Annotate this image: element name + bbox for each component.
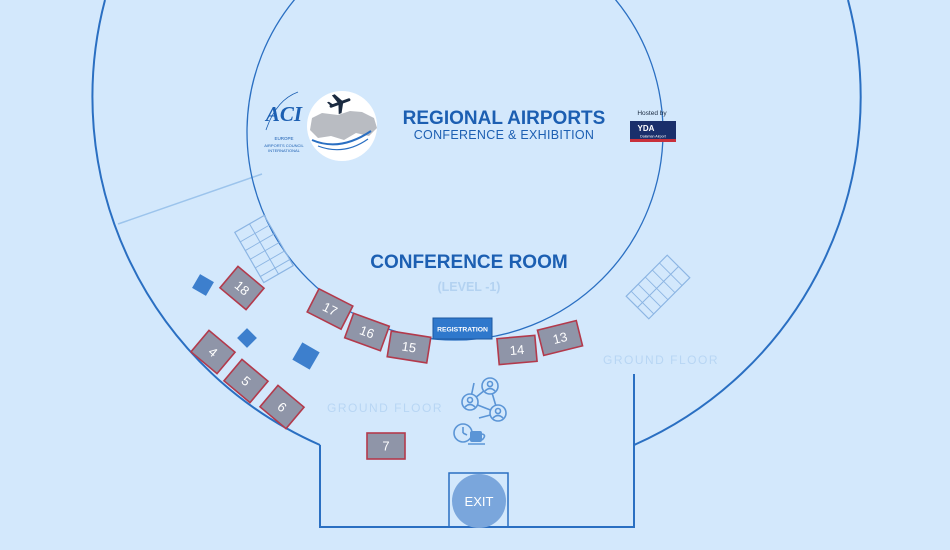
hosted-by-label: Hosted by — [637, 110, 667, 117]
conference-room-level: (LEVEL -1) — [438, 280, 501, 294]
partition-line — [117, 173, 263, 225]
booth-5[interactable]: 5 — [222, 358, 270, 404]
outer-wall-right — [633, 0, 862, 446]
conference-room-title: CONFERENCE ROOM — [370, 252, 567, 273]
booth-7[interactable]: 7 — [366, 432, 406, 460]
pillar — [192, 274, 214, 296]
ground-floor-label-left: GROUND FLOOR — [327, 401, 443, 415]
booth-6[interactable]: 6 — [258, 384, 306, 430]
svg-text:7: 7 — [382, 439, 389, 454]
svg-text:15: 15 — [401, 338, 418, 355]
booth-15[interactable]: 15 — [386, 330, 432, 364]
stairs-icon — [233, 214, 295, 284]
svg-text:ACI: ACI — [264, 102, 303, 126]
outer-wall — [91, 0, 321, 446]
svg-text:17: 17 — [320, 299, 340, 319]
svg-text:16: 16 — [358, 322, 377, 341]
yda-logo: YDA Dalaman Airport — [630, 121, 676, 142]
svg-text:AIRPORTS COUNCIL: AIRPORTS COUNCIL — [264, 143, 304, 148]
pillar — [292, 342, 320, 370]
stairs-icon-right — [625, 254, 691, 320]
registration-desk[interactable]: REGISTRATION — [432, 317, 493, 340]
ground-floor-label-right: GROUND FLOOR — [603, 353, 719, 367]
svg-text:EUROPE: EUROPE — [274, 136, 293, 141]
svg-text:YDA: YDA — [638, 124, 655, 133]
booth-18[interactable]: 18 — [218, 265, 266, 311]
exit-label: EXIT — [465, 494, 494, 509]
coffee-break-icon — [453, 423, 486, 445]
booth-17[interactable]: 17 — [306, 287, 354, 331]
svg-text:Dalaman Airport: Dalaman Airport — [640, 135, 666, 139]
pillar — [237, 328, 257, 348]
exit-door[interactable]: EXIT — [448, 472, 509, 528]
booth-13[interactable]: 13 — [536, 319, 584, 357]
networking-icon — [461, 377, 507, 422]
booth-4[interactable]: 4 — [189, 329, 237, 375]
exit-circle[interactable] — [452, 474, 506, 528]
svg-text:INTERNATIONAL: INTERNATIONAL — [268, 148, 300, 153]
booth-16[interactable]: 16 — [343, 312, 391, 352]
booth-14[interactable]: 14 — [496, 334, 538, 366]
aci-logo: ACI EUROPE AIRPORTS COUNCIL INTERNATIONA… — [264, 91, 305, 153]
airplane-map-logo — [307, 91, 377, 161]
event-subtitle: CONFERENCE & EXHIBITION — [414, 128, 595, 142]
event-title: REGIONAL AIRPORTS — [403, 108, 606, 129]
svg-text:13: 13 — [551, 329, 569, 347]
svg-text:14: 14 — [509, 342, 525, 358]
registration-label: REGISTRATION — [437, 327, 488, 334]
